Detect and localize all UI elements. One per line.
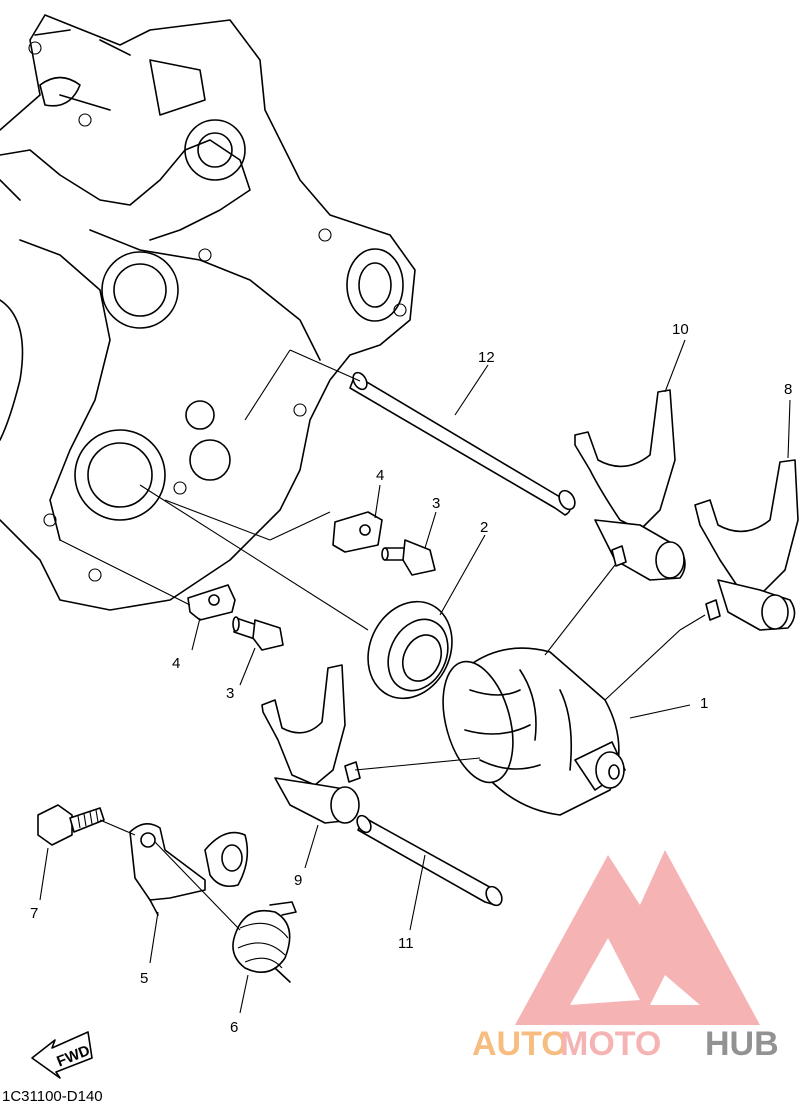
callout-10: 10 <box>672 321 689 338</box>
watermark-hub: HUB <box>705 1025 779 1063</box>
assembly-lines <box>59 349 706 931</box>
part-7-bolt <box>37 804 105 846</box>
callout-2: 2 <box>480 519 488 536</box>
fwd-arrow-icon: FWD <box>31 1031 93 1079</box>
part-1-shift-drum <box>442 647 626 816</box>
callout-9: 9 <box>294 872 302 889</box>
automotohub-watermark: AUTO MOTO HUB <box>472 850 779 1063</box>
callout-4-upper: 4 <box>376 467 384 484</box>
callout-6: 6 <box>230 1019 238 1036</box>
callout-3-upper: 3 <box>432 495 440 512</box>
part-4-plate-upper <box>332 511 383 553</box>
part-8-shift-fork <box>694 459 799 631</box>
crankcase-housing <box>0 14 416 611</box>
part-12-shaft <box>349 371 576 516</box>
callout-leaders <box>39 339 791 1014</box>
diagram-code: 1C31100-D140 <box>2 1088 103 1104</box>
part-6-spring <box>204 831 297 983</box>
callout-3-lower: 3 <box>226 685 234 702</box>
callout-12: 12 <box>478 349 495 366</box>
callout-5: 5 <box>140 970 148 987</box>
part-5-lever <box>129 823 206 916</box>
callout-7: 7 <box>30 905 38 922</box>
part-10-shift-fork <box>574 389 686 581</box>
watermark-auto: AUTO <box>472 1025 568 1063</box>
callout-4-lower: 4 <box>172 655 180 672</box>
part-3-bolt-lower <box>232 616 284 651</box>
part-4-plate-lower <box>187 584 236 621</box>
watermark-triangle-icon <box>515 850 760 1025</box>
callout-11: 11 <box>398 935 414 952</box>
part-3-bolt-upper <box>381 539 436 576</box>
part-9-shift-fork <box>261 664 361 824</box>
watermark-moto: MOTO <box>560 1025 661 1063</box>
callout-1: 1 <box>700 695 708 712</box>
part-11-shaft <box>356 814 503 907</box>
callout-8: 8 <box>784 381 792 398</box>
part-2-bearing <box>367 600 453 700</box>
